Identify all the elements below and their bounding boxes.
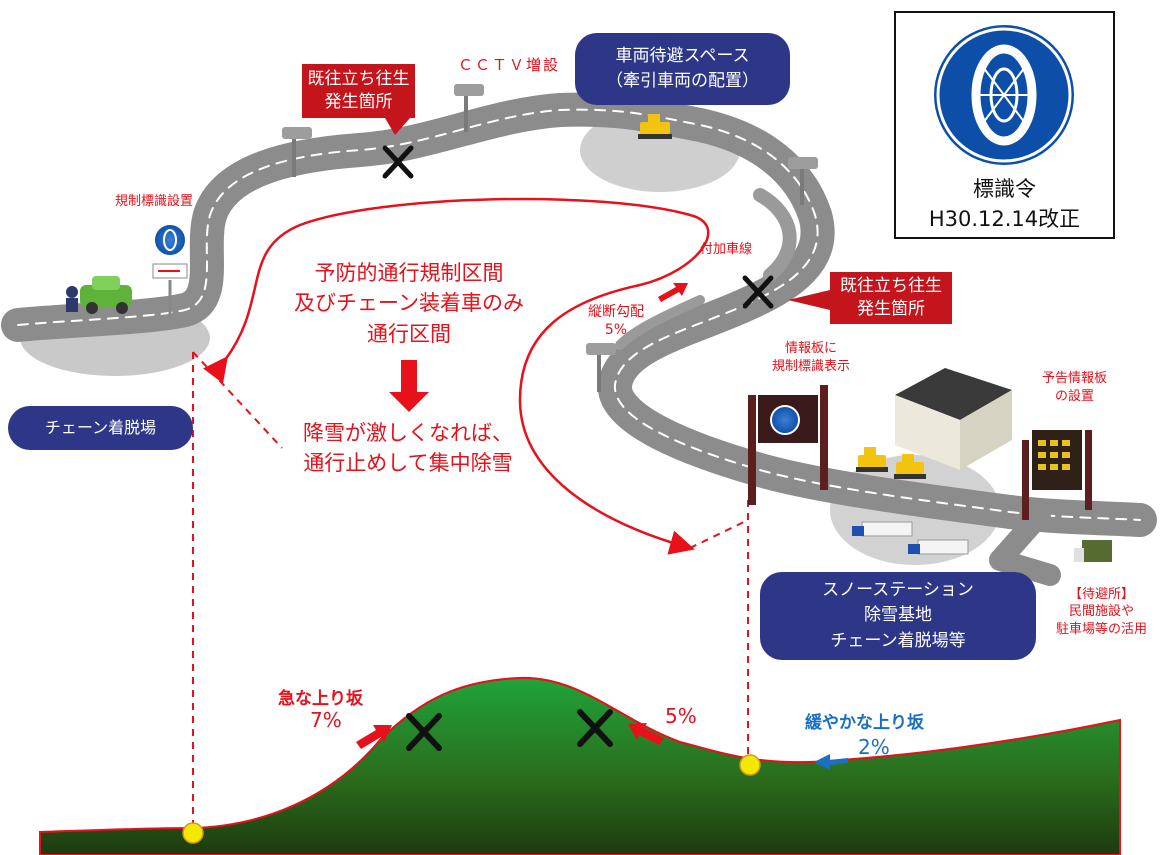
callout-pointer: [385, 118, 410, 135]
heavy-snow-text: 降雪が激しくなれば、 通行止めして集中除雪: [303, 421, 513, 476]
car-icon: [66, 276, 132, 314]
gentle-slope-percent: 2%: [858, 735, 890, 759]
mid-slope-percent: 5%: [665, 704, 697, 728]
regulation-zone-outline: [203, 197, 710, 555]
advance-board-label: 予告情報板 の設置: [1042, 371, 1108, 404]
info-board-label: 情報板に 規制標識表示: [772, 341, 851, 374]
chain-sign-panel: 標識令 H30.12.14改正: [894, 11, 1115, 239]
bulldozer-icon: [638, 114, 926, 479]
slope-arrow-icon: [356, 725, 392, 749]
regulation-sign-label: 規制標識設置: [115, 194, 194, 209]
steep-slope-label: 急な上り坂: [278, 689, 363, 709]
sign-revision: H30.12.14改正: [928, 207, 1081, 231]
chain-station-badge: チェーン着脱場: [8, 406, 193, 450]
advance-info-board: [1022, 430, 1092, 520]
shelter-description: 民間施設や 駐車場等の活用: [1055, 604, 1147, 638]
stuck-site-label-2: 既往立ち往生 発生箇所: [830, 272, 952, 324]
x-mark-icon: [382, 145, 774, 309]
steep-slope-percent: 7%: [310, 708, 342, 732]
building-icon: [895, 368, 1012, 470]
down-arrow-icon: [389, 360, 429, 412]
waiting-space-badge: 車両待避スペース （牽引車両の配置）: [575, 33, 790, 105]
tire-chain-sign-icon: [934, 25, 1074, 165]
mountain-road: [1, 92, 1157, 586]
regulation-zone-text: 予防的通行規制区間 及びチェーン装着車のみ 通行区間: [294, 261, 524, 346]
sign-title: 標識令: [973, 177, 1036, 201]
profile-point: [739, 754, 761, 776]
cctv-camera-icon: [282, 84, 818, 392]
right-arrow-icon: [658, 283, 688, 302]
tire-chain-sign-icon: [152, 223, 188, 318]
snow-station-badge: スノーステーション 除雪基地 チェーン着脱場等: [760, 572, 1036, 660]
info-board-gantry: [748, 385, 828, 505]
cctv-label: ＣＣＴＶ増設: [458, 56, 561, 74]
shelter-heading: 【待避所】: [1068, 587, 1134, 602]
grade-note-label: 縦断勾配 5%: [588, 304, 644, 339]
truck-icon: [852, 521, 1112, 562]
slope-arrow-icon: [814, 754, 848, 770]
x-mark-icon: [406, 709, 613, 751]
slope-arrow-icon: [628, 723, 664, 745]
gentle-slope-label: 緩やかな上り坂: [805, 713, 924, 733]
stuck-site-label-1: 既往立ち往生 発生箇所: [302, 64, 415, 118]
profile-point: [182, 822, 204, 844]
callout-pointer: [788, 290, 830, 310]
extra-lane-label: 付加車線: [700, 242, 753, 257]
